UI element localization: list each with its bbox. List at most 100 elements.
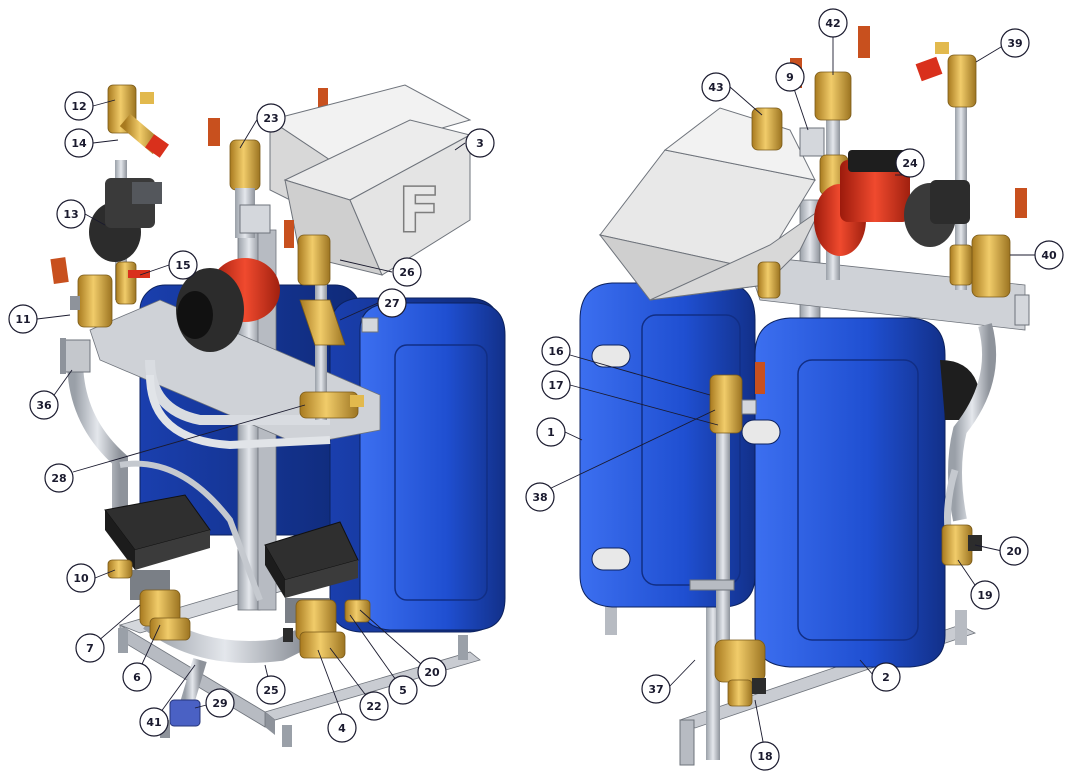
callout-24: 24 — [895, 148, 925, 178]
callout-22: 22 — [359, 691, 389, 721]
valve-43 — [751, 107, 783, 299]
svg-text:43: 43 — [708, 81, 723, 94]
svg-text:13: 13 — [63, 208, 78, 221]
valve-39 — [915, 42, 977, 108]
callout-19: 19 — [970, 580, 1000, 610]
svg-text:11: 11 — [15, 313, 30, 326]
pump-center — [176, 204, 280, 352]
right-tank-front — [741, 317, 946, 668]
svg-text:5: 5 — [399, 684, 407, 697]
callout-36: 36 — [29, 390, 59, 420]
svg-text:41: 41 — [146, 716, 161, 729]
svg-text:3: 3 — [476, 137, 484, 150]
callout-16: 16 — [541, 336, 571, 366]
svg-text:20: 20 — [1006, 545, 1022, 558]
svg-text:1: 1 — [547, 426, 555, 439]
svg-text:7: 7 — [86, 642, 94, 655]
left-tank-main — [329, 297, 506, 633]
callout-25: 25 — [256, 675, 286, 705]
svg-text:22: 22 — [366, 700, 381, 713]
svg-text:40: 40 — [1041, 249, 1057, 262]
callout-26: 26 — [392, 257, 422, 287]
callout-38: 38 — [525, 482, 555, 512]
svg-text:39: 39 — [1007, 37, 1022, 50]
callout-1: 1 — [536, 417, 566, 447]
right-hood — [598, 107, 821, 301]
callout-28: 28 — [44, 463, 74, 493]
valve-18 — [714, 639, 766, 707]
callout-37: 37 — [641, 674, 671, 704]
clamp-37 — [689, 579, 735, 591]
bottom-brass-valves — [107, 559, 371, 659]
callout-3: 3 — [465, 128, 495, 158]
hood-letter: F — [398, 174, 440, 247]
callout-23: 23 — [256, 103, 286, 133]
svg-text:10: 10 — [73, 572, 89, 585]
svg-text:37: 37 — [648, 683, 663, 696]
svg-text:24: 24 — [902, 157, 918, 170]
callout-13: 13 — [56, 199, 86, 229]
svg-text:29: 29 — [212, 697, 227, 710]
callout-15: 15 — [168, 250, 198, 280]
svg-text:28: 28 — [51, 472, 66, 485]
svg-text:19: 19 — [977, 589, 992, 602]
svg-text:20: 20 — [424, 666, 440, 679]
svg-text:38: 38 — [532, 491, 547, 504]
right-assembly — [579, 26, 1030, 766]
callouts-left: 12 14 13 11 15 36 23 3 26 27 28 10 7 6 4… — [8, 91, 495, 743]
callouts-right: 43 9 42 39 24 40 16 17 1 38 20 19 2 37 1… — [525, 8, 1064, 771]
callout-12: 12 — [64, 91, 94, 121]
svg-text:4: 4 — [338, 722, 346, 735]
callout-40: 40 — [1034, 240, 1064, 270]
callout-20-right: 20 — [999, 536, 1029, 566]
svg-text:18: 18 — [757, 750, 772, 763]
left-assembly: F — [50, 84, 506, 747]
valve-26-strainer-27 — [284, 220, 379, 346]
callout-29: 29 — [205, 688, 235, 718]
actuator-left — [104, 494, 211, 600]
pump-24 — [814, 150, 910, 256]
svg-text:36: 36 — [36, 399, 52, 412]
callout-27: 27 — [377, 288, 407, 318]
svg-text:2: 2 — [882, 671, 890, 684]
svg-text:26: 26 — [399, 266, 415, 279]
callout-43: 43 — [701, 72, 731, 102]
svg-text:14: 14 — [71, 137, 87, 150]
ball-valve-11 — [50, 257, 113, 328]
valve-15 — [115, 261, 150, 305]
svg-text:17: 17 — [548, 379, 563, 392]
callout-2: 2 — [871, 662, 901, 692]
callout-17: 17 — [541, 370, 571, 400]
valve-16-17 — [709, 362, 765, 434]
svg-text:25: 25 — [263, 684, 278, 697]
svg-text:16: 16 — [548, 345, 564, 358]
callout-18: 18 — [750, 741, 780, 771]
callout-10: 10 — [66, 563, 96, 593]
svg-text:23: 23 — [263, 112, 278, 125]
hood-3: F — [268, 84, 472, 276]
svg-text:9: 9 — [786, 71, 794, 84]
valve-28 — [299, 391, 364, 419]
svg-text:15: 15 — [175, 259, 190, 272]
valve-40 — [949, 188, 1030, 326]
callout-4: 4 — [327, 713, 357, 743]
callout-42: 42 — [818, 8, 848, 38]
callout-6: 6 — [122, 662, 152, 692]
svg-text:12: 12 — [71, 100, 86, 113]
valve-12-14 — [107, 84, 169, 158]
control-box-36 — [60, 338, 91, 374]
pump-13 — [89, 178, 162, 262]
callout-11: 11 — [8, 304, 38, 334]
callout-7: 7 — [75, 633, 105, 663]
callout-9: 9 — [775, 62, 805, 92]
pump-gray — [904, 180, 970, 247]
valve-19-20 — [941, 524, 982, 566]
svg-text:6: 6 — [133, 671, 141, 684]
callout-20-left: 20 — [417, 657, 447, 687]
callout-5: 5 — [388, 675, 418, 705]
callout-39: 39 — [1000, 28, 1030, 58]
svg-text:42: 42 — [825, 17, 840, 30]
callout-14: 14 — [64, 128, 94, 158]
callout-41: 41 — [139, 707, 169, 737]
